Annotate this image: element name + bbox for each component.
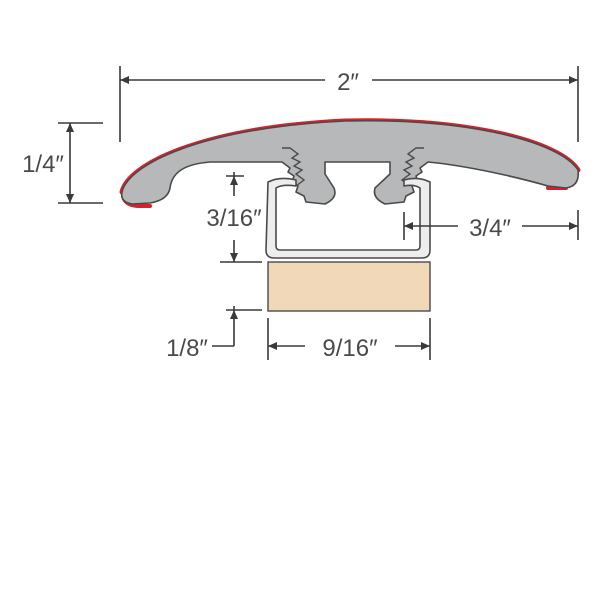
- base-width-arrow-left: [268, 342, 277, 350]
- overall-width-arrow-left: [120, 76, 129, 84]
- base-height-label: 1/8″: [166, 335, 208, 362]
- channel-depth-dimension: 3/16″: [206, 172, 262, 263]
- base-height-arrow: [230, 310, 238, 319]
- base-width-dimension: 9/16″: [267, 318, 431, 362]
- overall-width-arrow-right: [569, 76, 578, 84]
- height-dimension: 1/4″: [22, 122, 103, 204]
- base-width-arrow-right: [421, 342, 430, 350]
- overall-width-dimension: 2″: [119, 66, 579, 142]
- metal-channel: [265, 177, 431, 259]
- flange-width-arrow-left: [404, 222, 413, 230]
- height-label: 1/4″: [22, 151, 64, 178]
- overall-width-label: 2″: [337, 69, 359, 96]
- wood-base: [267, 261, 431, 312]
- channel-outer: [265, 177, 431, 259]
- cap-body: [120, 119, 580, 205]
- teeth-right: [400, 147, 424, 187]
- flange-width-dimension: 3/4″: [403, 210, 579, 242]
- base-height-dimension: 1/8″: [166, 306, 262, 362]
- teeth-left: [282, 147, 306, 187]
- flange-width-arrow-right: [569, 222, 578, 230]
- height-arrow-top: [66, 123, 74, 132]
- base-width-label: 9/16″: [322, 335, 378, 362]
- flange-width-label: 3/4″: [469, 215, 511, 242]
- cap-profile: [119, 118, 581, 208]
- channel-depth-label: 3/16″: [206, 205, 262, 232]
- height-arrow-bottom: [66, 194, 74, 203]
- channel-depth-arrow-bottom: [230, 253, 238, 262]
- channel-depth-arrow-top: [230, 176, 238, 185]
